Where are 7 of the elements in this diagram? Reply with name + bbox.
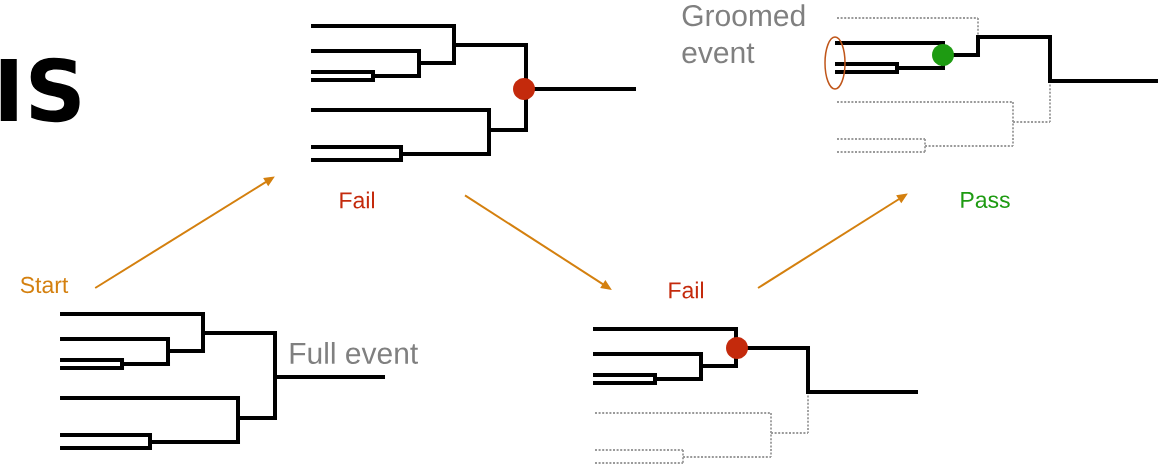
- status-label: Fail: [669, 281, 703, 299]
- status-label: Pass: [961, 191, 1010, 208]
- status-label: Fail: [340, 191, 374, 209]
- node-label: Full event: [290, 342, 418, 364]
- heading: IS: [0, 57, 80, 123]
- node-label: Groomed event: [682, 4, 805, 64]
- start-label: Start: [20, 276, 69, 294]
